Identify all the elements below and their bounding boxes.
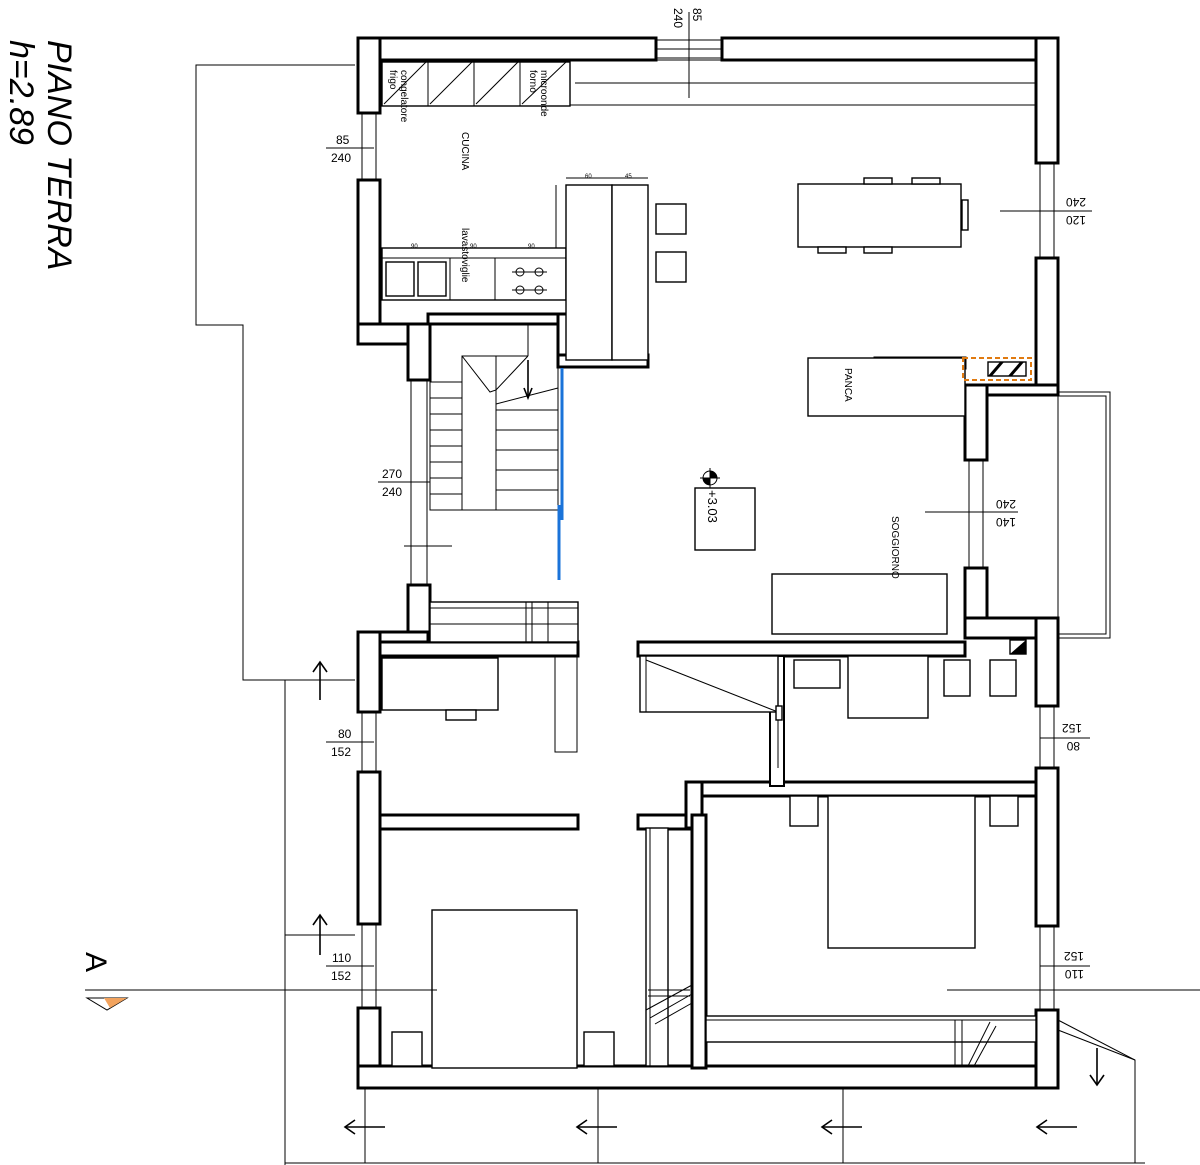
svg-text:240: 240	[671, 8, 685, 28]
bench-label: PANCA	[842, 368, 853, 402]
kitchen-fixtures: frigo congelatore forno microonde CUCINA…	[381, 61, 687, 361]
living-label: SOGGIORNO	[889, 516, 900, 579]
sofa	[771, 573, 948, 635]
svg-text:240: 240	[331, 151, 351, 165]
cooktop-icon	[512, 267, 547, 295]
svg-text:80: 80	[1066, 739, 1080, 753]
window-callout-bedroom-left: 110 152	[326, 951, 374, 983]
laundry-counter	[381, 657, 499, 711]
section-arrow-icon	[85, 997, 129, 1011]
arrow-left-icon	[575, 1119, 617, 1135]
terrace-outline	[195, 64, 355, 681]
window-callout-top: 85 240	[671, 8, 704, 98]
svg-text:240: 240	[382, 485, 402, 499]
kitchen-label: CUCINA	[459, 132, 470, 171]
svg-text:270: 270	[382, 467, 402, 481]
terrace-right-step	[1057, 1029, 1136, 1061]
svg-text:152: 152	[1062, 721, 1082, 735]
bay-balcony	[1057, 391, 1111, 639]
plan-title-group: PIANO TERRA h=2.89	[2, 40, 78, 270]
laundry-fixture	[445, 709, 477, 721]
window-callout-bath-right: 80 152	[1040, 721, 1090, 753]
arrow-left-icon	[820, 1119, 862, 1135]
svg-text:240: 240	[1066, 195, 1086, 209]
flue-hatch	[988, 362, 1004, 376]
stool	[655, 251, 687, 283]
fridge-label-2: congelatore	[398, 70, 409, 123]
svg-text:110: 110	[332, 951, 351, 965]
window-callout-bedroom-right: 110 152	[1040, 949, 1090, 981]
svg-text:85: 85	[336, 133, 350, 147]
elevation-marker: +3.03	[694, 468, 756, 551]
window-callout-hall-left: 80 152	[326, 727, 374, 759]
svg-text:152: 152	[331, 969, 351, 983]
flue-hatch	[1008, 362, 1024, 376]
window-callout-living: 140 240	[925, 497, 1018, 529]
window-callout-kitchen-left: 85 240	[326, 133, 374, 165]
cabinet-dim: 90	[470, 244, 477, 250]
section-marker-label: A	[79, 952, 112, 972]
fridge-label-1: frigo	[387, 70, 398, 90]
cabinet-dim: 60	[585, 174, 592, 180]
svg-text:80: 80	[338, 727, 352, 741]
arrow-up-icon	[312, 660, 328, 700]
dishwasher-label: lavastoviglie	[459, 228, 470, 283]
arrow-up-icon	[312, 913, 328, 955]
bathroom-fixtures	[639, 639, 1027, 768]
bay-balcony-inner	[1057, 395, 1107, 635]
chimney-outline	[962, 357, 1032, 381]
svg-text:152: 152	[331, 745, 351, 759]
window-callout-dining: 120 240	[1000, 195, 1092, 227]
oven-label-2: microonde	[538, 70, 549, 117]
svg-text:140: 140	[996, 515, 1016, 529]
cabinet-dim: 90	[528, 244, 535, 250]
plan-height: h=2.89	[2, 40, 40, 145]
svg-text:240: 240	[996, 497, 1016, 511]
bedroom-right	[705, 795, 1037, 1067]
svg-text:110: 110	[1065, 967, 1084, 981]
arrow-left-icon	[343, 1119, 385, 1135]
svg-text:152: 152	[1064, 949, 1084, 963]
terrace-right	[1057, 1019, 1136, 1163]
cabinet-dim: 90	[411, 244, 418, 250]
cabinet-dim: 45	[625, 174, 632, 180]
svg-text:85: 85	[690, 8, 704, 22]
arrow-down-icon	[1089, 1048, 1105, 1087]
staircase	[429, 323, 559, 511]
window-callout-stair: 270 240	[378, 467, 430, 499]
plan-title: PIANO TERRA	[40, 40, 78, 270]
dining-table	[797, 177, 969, 254]
oven-label-1: forno	[527, 70, 538, 93]
arrow-left-icon	[1035, 1119, 1077, 1135]
svg-text:120: 120	[1066, 213, 1086, 227]
stair-cabinet	[429, 601, 579, 643]
bedroom-left	[391, 827, 693, 1069]
elevation-label: +3.03	[705, 490, 720, 523]
stool	[655, 203, 687, 235]
bench	[807, 357, 966, 417]
